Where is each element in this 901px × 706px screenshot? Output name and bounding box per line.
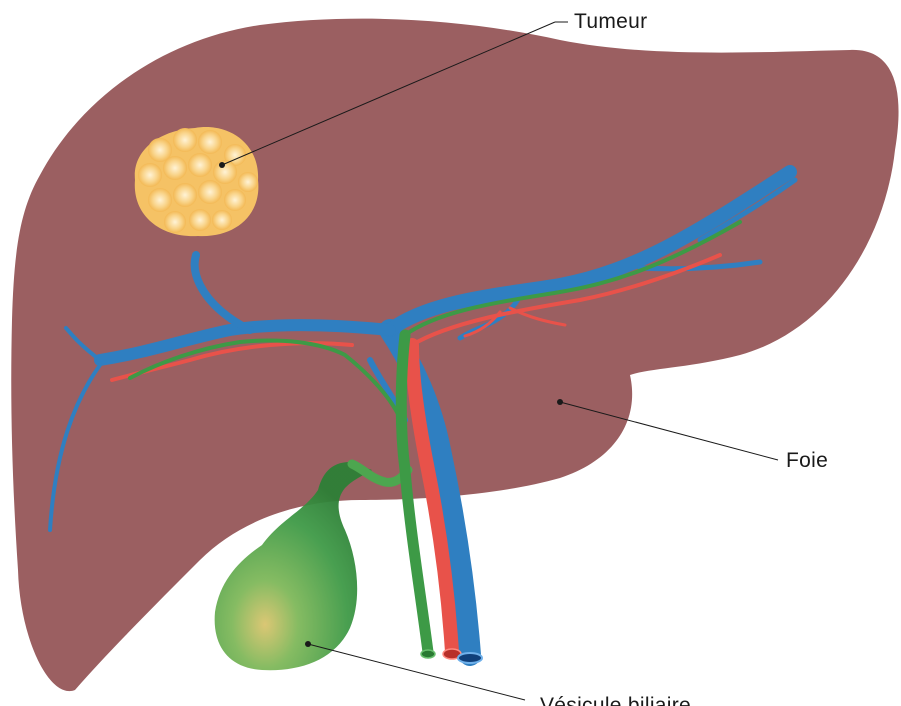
liver-pointer-dot bbox=[557, 399, 563, 405]
tumor-pointer-dot bbox=[219, 162, 225, 168]
gallbladder-callout: Vésicule biliaire bbox=[305, 641, 691, 706]
bile-duct-end bbox=[421, 650, 435, 658]
portal-vein-end bbox=[458, 653, 482, 663]
tumor-label: Tumeur bbox=[574, 10, 647, 33]
liver-label: Foie bbox=[786, 449, 828, 472]
gallbladder-label: Vésicule biliaire bbox=[540, 694, 691, 706]
gallbladder-pointer-dot bbox=[305, 641, 311, 647]
tumor bbox=[135, 127, 259, 236]
